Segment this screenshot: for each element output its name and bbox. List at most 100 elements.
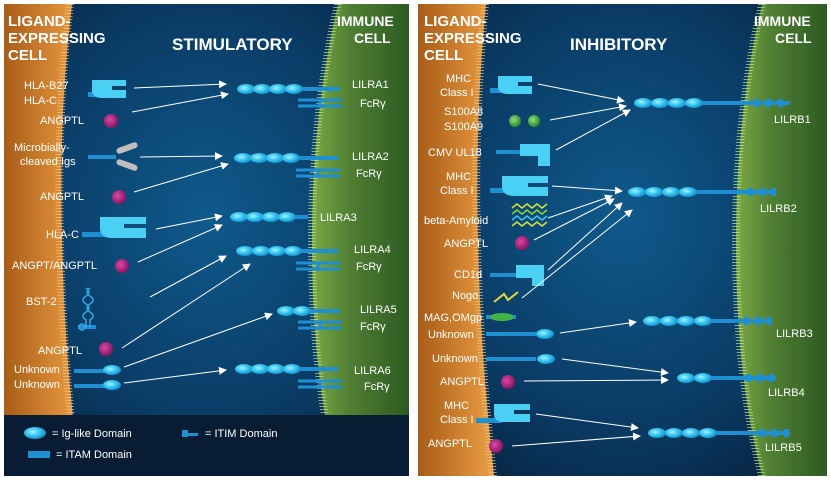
immune-cell-membrane-edge <box>732 4 766 476</box>
ligand-cell-title-1: LIGAND- <box>424 13 487 30</box>
ligand-angptl: ANGPTL <box>38 345 82 357</box>
legend-itim: = ITIM Domain <box>205 428 277 440</box>
ligand-bst2: BST-2 <box>26 296 57 308</box>
lilrb3-receptor <box>643 316 772 326</box>
receptor-label-lilra1: LILRA1 <box>352 79 389 91</box>
ligand-class-i: Class I <box>440 414 474 426</box>
itam-domain-legend-icon <box>28 451 50 458</box>
legend-itam: = ITAM Domain <box>56 449 132 461</box>
ligand-mhc: MHC <box>444 400 469 412</box>
mag-omgp-ligand <box>486 313 516 321</box>
ligand-nogo: Nogo <box>452 290 478 302</box>
ligand-cell-title-3: CELL <box>8 47 47 64</box>
fcr-gamma-label: FcRγ <box>364 381 390 393</box>
ig-domain-legend-icon <box>24 427 46 439</box>
lilrb4-receptor <box>677 373 776 383</box>
ligand-s100a9: S100A9 <box>444 121 483 133</box>
ligand-hla-c: HLA-C <box>46 229 79 241</box>
receptor-label-lilra5: LILRA5 <box>360 304 397 316</box>
binding-arrows-inhibitory <box>511 83 669 447</box>
angptl-ligand <box>112 190 126 204</box>
ligand-mhc: MHC <box>446 73 471 85</box>
angptl-ligand <box>104 114 118 128</box>
lilrb2-receptor <box>628 187 776 197</box>
receptor-label-lilrb1: LILRB1 <box>774 114 811 126</box>
fcr-gamma-label: FcRγ <box>356 261 382 273</box>
hla-c-ligand-shape <box>82 217 146 238</box>
inhibitory-panel: LIGAND- EXPRESSING CELL INHIBITORY IMMUN… <box>418 4 827 476</box>
stimulatory-title: STIMULATORY <box>172 35 293 54</box>
ligand-microbial-1: Microbially- <box>14 142 70 154</box>
lilrb1-receptor <box>634 98 790 108</box>
itim-domain-legend-icon <box>182 430 188 437</box>
angptl-ligand <box>489 439 503 453</box>
lilra5-receptor <box>277 306 342 330</box>
angpt-ligand <box>115 259 129 273</box>
mhc-ligand-shape <box>490 176 548 196</box>
ligand-unknown: Unknown <box>14 364 60 376</box>
ligand-unknown: Unknown <box>432 353 478 365</box>
receptor-label-lilrb5: LILRB5 <box>765 442 802 454</box>
ligand-angpt-angptl: ANGPT/ANGPTL <box>12 260 97 272</box>
receptor-label-lilrb4: LILRB4 <box>768 387 805 399</box>
legend: = Ig-like Domain = ITAM Domain = ITIM Do… <box>24 427 277 461</box>
legend-ig-like: = Ig-like Domain <box>52 428 132 440</box>
binding-arrows-stimulatory <box>121 80 273 384</box>
hla-ligand-shape <box>88 80 126 98</box>
beta-amyloid-ligand <box>511 203 548 227</box>
ligand-cd1d: CD1d <box>454 269 482 281</box>
s100-ligand <box>509 115 540 127</box>
ligand-s100a8: S100A8 <box>444 106 483 118</box>
fcr-gamma-label: FcRγ <box>356 168 382 180</box>
lilra3-receptor <box>230 212 308 222</box>
microbial-ig-shape <box>88 142 138 171</box>
immune-cell-membrane <box>736 4 827 476</box>
immune-cell-title-1: IMMUNE <box>337 13 394 29</box>
ligand-unknown: Unknown <box>428 329 474 341</box>
ligand-hla-c: HLA-C <box>24 95 57 107</box>
ligand-mhc: MHC <box>446 171 471 183</box>
ligand-angptl: ANGPTL <box>428 438 472 450</box>
ligand-class-i: Class I <box>440 87 474 99</box>
ligand-class-i: Class I <box>440 185 474 197</box>
immune-cell-title-2: CELL <box>354 30 391 46</box>
inhibitory-title: INHIBITORY <box>570 35 668 54</box>
ligand-mag-omgp: MAG,OMgp <box>424 312 482 324</box>
ligand-angptl: ANGPTL <box>444 238 488 250</box>
ligand-angptl: ANGPTL <box>40 191 84 203</box>
ligand-cell-title-2: EXPRESSING <box>424 30 522 47</box>
receptor-label-lilrb2: LILRB2 <box>760 203 797 215</box>
lilra6-receptor <box>235 364 342 389</box>
lilra1-receptor <box>237 84 342 108</box>
stimulatory-panel: LIGAND- EXPRESSING CELL STIMULATORY IMMU… <box>4 4 409 476</box>
ligand-cmv-ul18: CMV UL18 <box>428 147 482 159</box>
lilra2-receptor <box>234 153 340 178</box>
immune-cell-title-1: IMMUNE <box>754 13 811 29</box>
fcr-gamma-label: FcRγ <box>360 98 386 110</box>
unknown-ligand-shape <box>486 354 555 364</box>
unknown-ligand-shape <box>74 380 121 390</box>
bst2-ligand-shape <box>78 287 96 331</box>
immune-cell-membrane <box>312 4 409 476</box>
nogo-ligand <box>493 291 519 303</box>
legend-background <box>4 415 409 476</box>
unknown-ligand-shape <box>486 329 554 339</box>
ligand-cell-membrane-edge <box>55 4 82 476</box>
receptor-label-lilrb3: LILRB3 <box>776 328 813 340</box>
ligand-microbial-2: cleaved Igs <box>20 156 76 168</box>
immune-cell-title-2: CELL <box>775 30 812 46</box>
ligand-hla-b27: HLA-B27 <box>24 80 69 92</box>
ligand-beta-amyloid: beta-Amyloid <box>424 215 488 227</box>
mhc-ligand-shape <box>476 404 530 423</box>
ligand-cell-title-2: EXPRESSING <box>8 30 106 47</box>
mhc-ligand-shape <box>490 76 532 94</box>
receptor-label-lilra6: LILRA6 <box>354 365 391 377</box>
angptl-ligand <box>501 375 515 389</box>
cd1d-ligand-shape <box>490 265 544 286</box>
ligand-cell-membrane-edge <box>472 4 497 476</box>
ligand-cell-title-3: CELL <box>424 47 463 64</box>
angptl-ligand <box>515 236 529 250</box>
cmv-ul18-ligand-shape <box>496 144 550 166</box>
ligand-angptl: ANGPTL <box>40 115 84 127</box>
